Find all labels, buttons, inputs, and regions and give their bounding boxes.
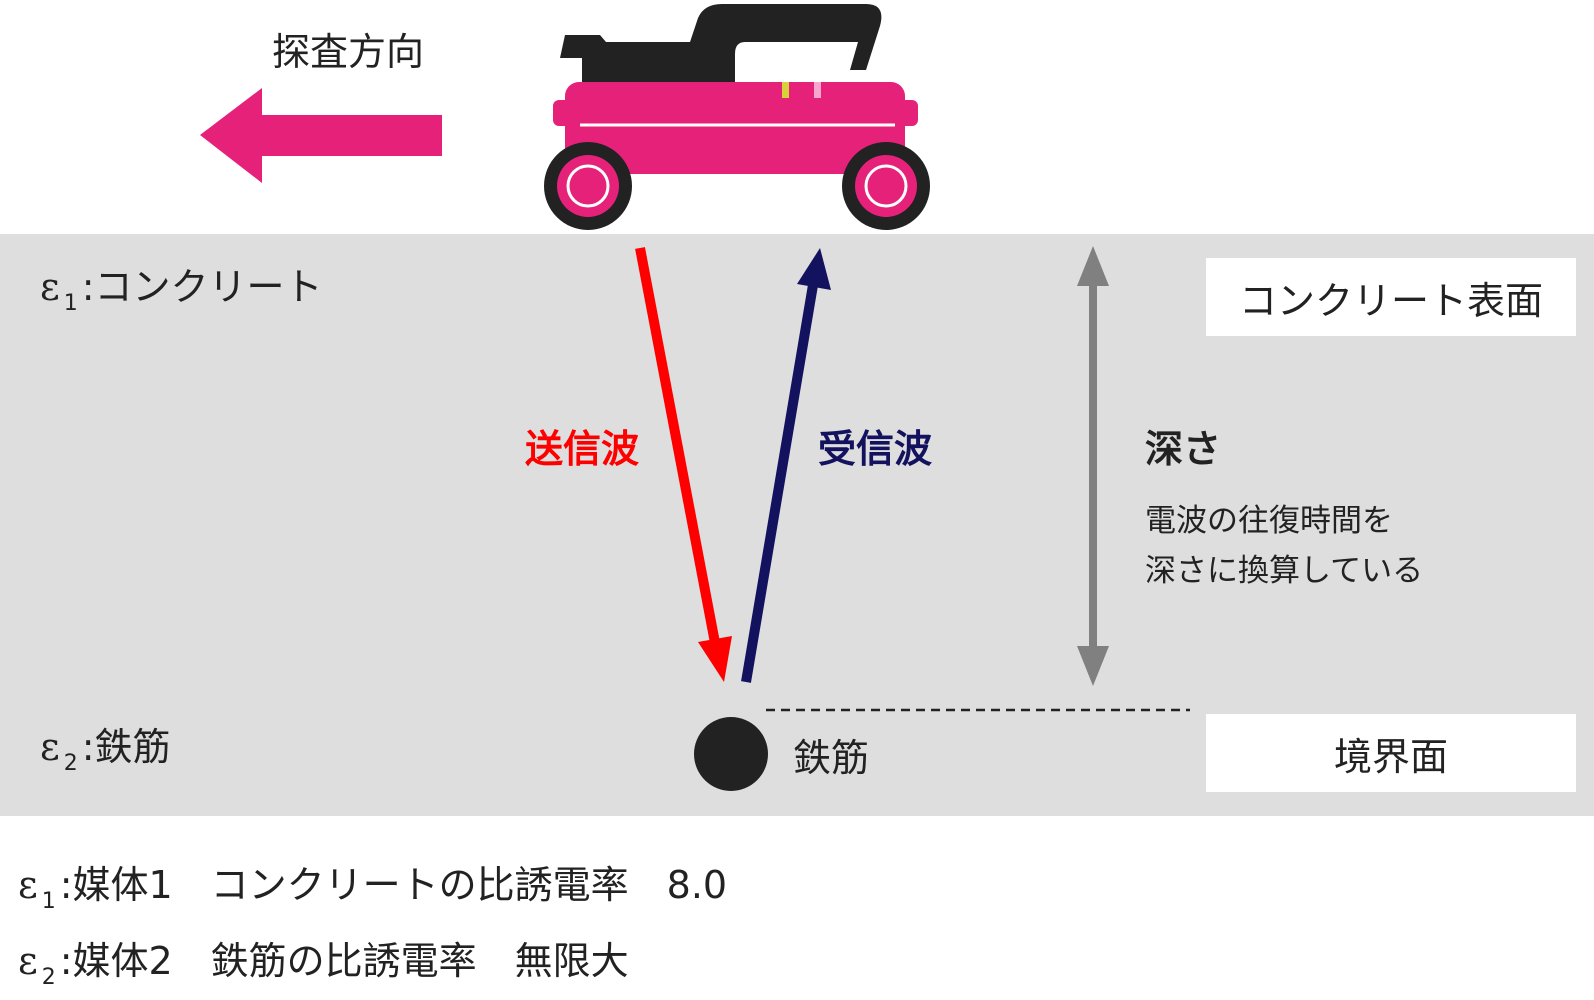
transmit-wave-label: 送信波: [525, 427, 640, 471]
rebar-circle: [694, 717, 768, 791]
epsilon-symbol: ε: [40, 265, 60, 309]
depth-arrow: [1077, 246, 1109, 686]
media-separator: :: [81, 265, 95, 309]
receive-wave-arrow: [741, 248, 831, 683]
depth-description-line2: 深さに換算している: [1145, 553, 1424, 589]
boundary-label-box: 境界面: [1206, 714, 1576, 792]
epsilon-symbol: ε: [18, 939, 38, 983]
surface-label: コンクリート表面: [1238, 278, 1543, 323]
device-body: [565, 82, 905, 174]
media-name: 鉄筋: [94, 725, 171, 769]
device-wheel-left: [544, 142, 632, 230]
depth-description-line1: 電波の往復時間を: [1145, 503, 1393, 539]
epsilon-subscript: 1: [41, 889, 56, 914]
epsilon-symbol: ε: [40, 725, 60, 769]
legend-text: :媒体1 コンクリートの比誘電率 8.0: [59, 863, 728, 907]
media-name: コンクリート: [94, 265, 323, 309]
transmit-wave-arrow: [635, 247, 732, 682]
device-side-right: [898, 100, 918, 126]
device-indicator-pink: [814, 82, 821, 98]
device-handle: [560, 4, 882, 84]
epsilon-symbol: ε: [18, 863, 38, 907]
surface-label-box: コンクリート表面: [1206, 258, 1576, 336]
epsilon-subscript: 1: [63, 291, 78, 316]
radar-device-icon: [544, 4, 930, 230]
receive-wave-label: 受信波: [818, 427, 933, 471]
epsilon-subscript: 2: [63, 751, 78, 776]
device-indicator-yellow: [782, 82, 789, 98]
rebar-label: 鉄筋: [793, 736, 870, 780]
direction-label: 探査方向: [272, 30, 425, 74]
direction-arrow: [200, 88, 442, 183]
epsilon-subscript: 2: [41, 965, 56, 990]
device-side-left: [553, 100, 573, 126]
legend-text: :媒体2 鉄筋の比誘電率 無限大: [59, 939, 629, 983]
media-separator: :: [81, 725, 95, 769]
boundary-label: 境界面: [1333, 734, 1448, 779]
device-wheel-right: [842, 142, 930, 230]
depth-title: 深さ: [1145, 427, 1222, 471]
